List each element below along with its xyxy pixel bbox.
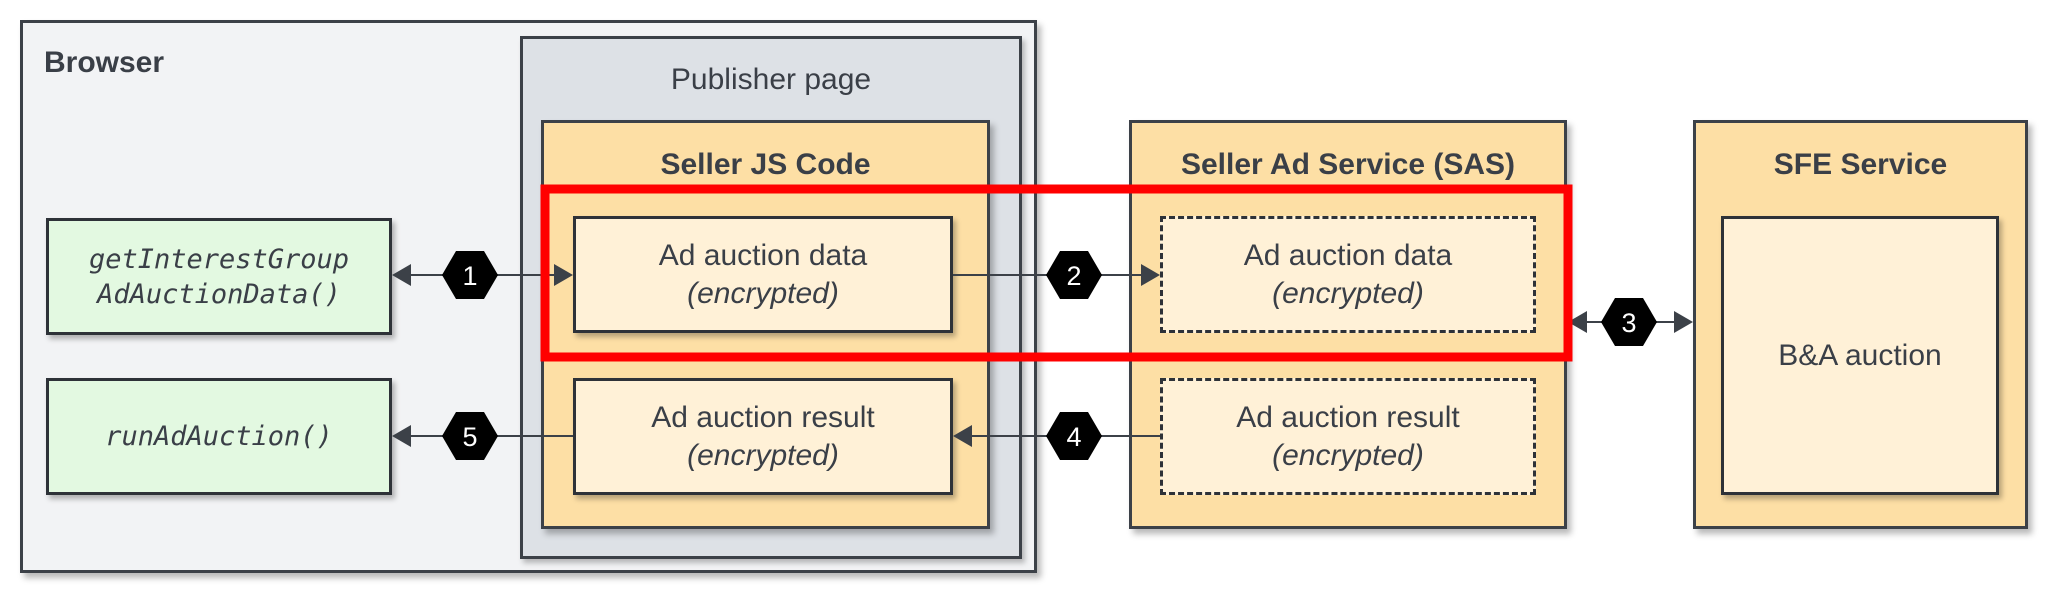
- step-badge-4-label: 4: [1066, 422, 1081, 452]
- arrow-3-head-left: [1568, 311, 1587, 333]
- seller-js-auction-data-encrypted: (encrypted): [687, 276, 839, 310]
- ba-auction-label: B&A auction: [1778, 338, 1942, 372]
- ba-auction-box: B&A auction: [1721, 216, 1999, 495]
- get-interest-group-label-line2: AdAuctionData(): [97, 278, 341, 310]
- arrow-4-head: [953, 425, 972, 447]
- seller-ad-service-title: Seller Ad Service (SAS): [1180, 148, 1516, 181]
- highlight-rectangle: [540, 184, 1573, 362]
- get-interest-group-label-line1: getInterestGroup: [88, 243, 350, 275]
- sas-auction-result-label: Ad auction result: [1236, 400, 1460, 434]
- step-badge-2-label: 2: [1066, 261, 1081, 291]
- step-badge-3: 3: [1601, 298, 1657, 346]
- sas-auction-data-label: Ad auction data: [1243, 238, 1453, 272]
- step-badge-2: 2: [1046, 251, 1102, 299]
- seller-js-auction-result-encrypted: (encrypted): [687, 438, 839, 472]
- step-badge-5-label: 5: [462, 422, 477, 452]
- arrow-5-head: [392, 425, 411, 447]
- step-badge-3-label: 3: [1621, 308, 1636, 338]
- sas-auction-result-box: Ad auction result (encrypted): [1160, 378, 1536, 495]
- seller-js-auction-result-label: Ad auction result: [651, 400, 875, 434]
- run-ad-auction-box: runAdAuction(): [46, 378, 392, 495]
- seller-js-auction-data-box: Ad auction data (encrypted): [573, 216, 953, 333]
- arrow-1-head-left: [392, 264, 411, 286]
- seller-js-code-title: Seller JS Code: [660, 148, 871, 181]
- run-ad-auction-label: runAdAuction(): [105, 421, 333, 452]
- sas-auction-data-box: Ad auction data (encrypted): [1160, 216, 1536, 333]
- publisher-page-title: Publisher page: [670, 63, 872, 96]
- get-interest-group-ad-auction-data-box: getInterestGroup AdAuctionData(): [46, 218, 392, 335]
- sas-auction-result-encrypted: (encrypted): [1272, 438, 1424, 472]
- step-badge-5: 5: [442, 412, 498, 460]
- arrow-3-head-right: [1674, 311, 1693, 333]
- seller-js-auction-data-label: Ad auction data: [658, 238, 868, 272]
- step-badge-1-label: 1: [462, 261, 477, 291]
- arrow-2-head: [1141, 264, 1160, 286]
- seller-js-auction-result-box: Ad auction result (encrypted): [573, 378, 953, 495]
- sas-auction-data-encrypted: (encrypted): [1272, 276, 1424, 310]
- step-badge-4: 4: [1046, 412, 1102, 460]
- sfe-service-title: SFE Service: [1773, 148, 1948, 181]
- arrow-1-head-right: [554, 264, 573, 286]
- step-badge-1: 1: [442, 251, 498, 299]
- browser-title: Browser: [44, 46, 165, 79]
